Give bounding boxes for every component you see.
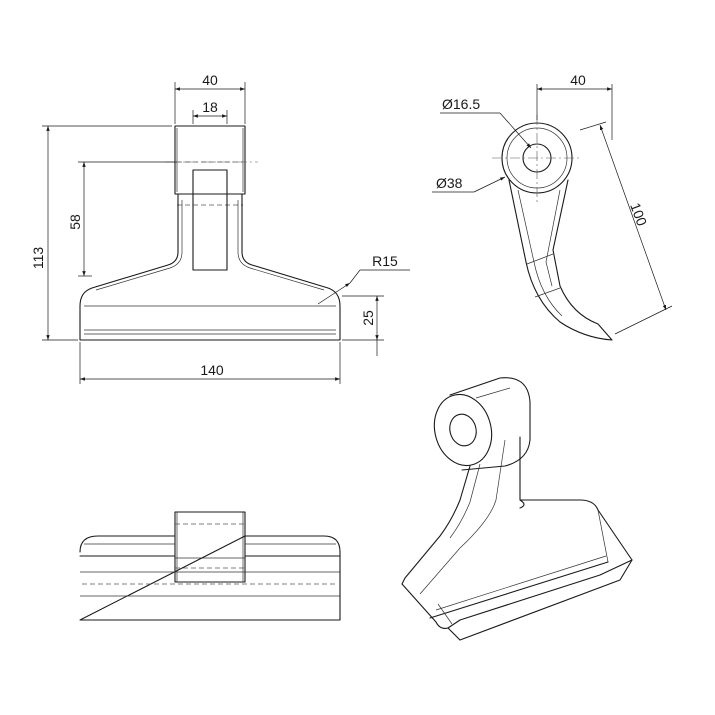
dim-front-height-58: 58 bbox=[67, 214, 83, 230]
dim-side-width-40: 40 bbox=[570, 72, 586, 88]
dim-front-height-25: 25 bbox=[360, 310, 376, 326]
dim-front-width-40: 40 bbox=[202, 72, 218, 88]
dim-front-width-18: 18 bbox=[202, 99, 218, 115]
isometric-view bbox=[401, 377, 633, 641]
dim-front-width-140: 140 bbox=[200, 362, 224, 378]
side-view: 40 Ø16.5 Ø38 100 bbox=[432, 72, 673, 341]
dim-front-height-113: 113 bbox=[30, 247, 46, 270]
dim-side-boss-diameter: Ø38 bbox=[436, 175, 463, 191]
dim-side-length-100: 100 bbox=[627, 201, 650, 229]
dim-front-radius-r15: R15 bbox=[372, 253, 398, 269]
front-view: 40 18 113 58 R15 25 140 bbox=[30, 72, 410, 384]
bottom-view bbox=[79, 511, 341, 621]
dim-side-hole-diameter: Ø16.5 bbox=[442, 96, 480, 112]
